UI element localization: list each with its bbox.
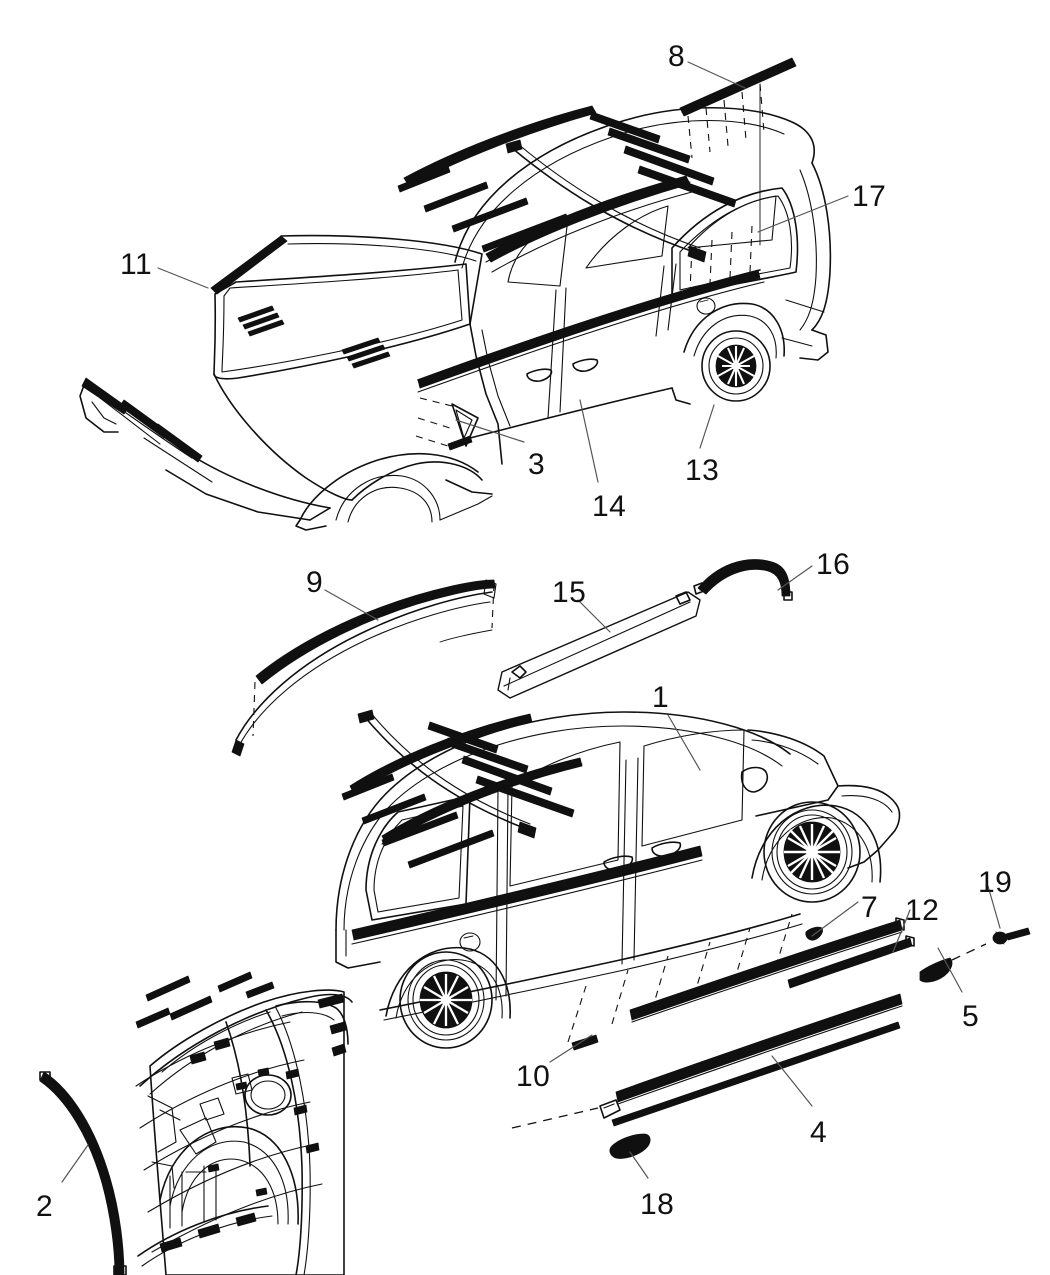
leader-line-11	[157, 267, 209, 289]
callout-number-7: 7	[861, 891, 879, 924]
callout-number-13: 13	[685, 454, 720, 487]
leader-line-3	[455, 419, 525, 443]
body-structure-cutaway	[39, 971, 353, 1275]
leader-line-19	[987, 885, 1001, 929]
part-18-clip	[609, 1133, 651, 1159]
upper-body-side-moldings	[417, 269, 761, 389]
callout-number-11: 11	[120, 248, 153, 281]
callout-number-5: 5	[962, 1000, 980, 1033]
callout-number-8: 8	[668, 40, 686, 73]
leader-line-12	[892, 909, 911, 953]
lower-roof-rack	[341, 709, 583, 869]
part-8-roof-molding	[679, 57, 797, 117]
part-15-belt-molding	[497, 591, 701, 699]
part-16-curved-molding	[693, 559, 793, 601]
part-2-curved-molding	[39, 1071, 127, 1275]
leader-line-9	[324, 589, 379, 621]
leader-line-17	[757, 195, 849, 233]
leader-line-7	[811, 901, 859, 937]
leader-line-18	[629, 1151, 649, 1179]
callout-number-15: 15	[552, 576, 587, 609]
lower-rear-wheel	[399, 951, 493, 1049]
callout-number-14: 14	[592, 490, 627, 523]
roof-rack-rails	[397, 105, 737, 273]
callout-number-17: 17	[852, 180, 887, 213]
quarter-panel-inner-structure	[135, 971, 353, 1275]
part-9-roof-drip-molding	[231, 579, 497, 757]
callout-number-3: 3	[528, 448, 546, 481]
callout-number-1: 1	[652, 681, 670, 714]
callout-number-4: 4	[810, 1116, 828, 1149]
leader-line-15	[577, 599, 611, 633]
leader-line-16	[777, 565, 813, 591]
lower-vehicle-body	[335, 709, 901, 1049]
callout-number-12: 12	[905, 894, 940, 927]
callout-number-16: 16	[816, 548, 851, 581]
leader-line-4	[771, 1055, 813, 1107]
callout-number-2: 2	[36, 1190, 54, 1223]
leader-line-5	[937, 947, 963, 993]
leader-line-13	[699, 404, 715, 449]
lower-front-wheel	[763, 801, 861, 903]
callout-number-9: 9	[306, 566, 324, 599]
part-19-fastener	[992, 927, 1031, 945]
part-3-bracket	[415, 397, 479, 451]
callout-number-19: 19	[978, 866, 1013, 899]
upper-rear-wheel	[701, 330, 771, 402]
callout-number-10: 10	[516, 1060, 551, 1093]
leader-line-8	[687, 61, 746, 89]
leader-line-1	[667, 714, 701, 771]
callout-number-18: 18	[640, 1188, 675, 1221]
leader-line-10	[549, 1034, 593, 1063]
callout-leader-lines	[61, 61, 1001, 1183]
upper-vehicle-body	[397, 57, 832, 451]
hood-windshield-view	[79, 234, 511, 531]
lower-sill-moldings	[511, 917, 1031, 1159]
leader-line-14	[579, 399, 599, 483]
leader-line-2	[61, 1144, 89, 1183]
